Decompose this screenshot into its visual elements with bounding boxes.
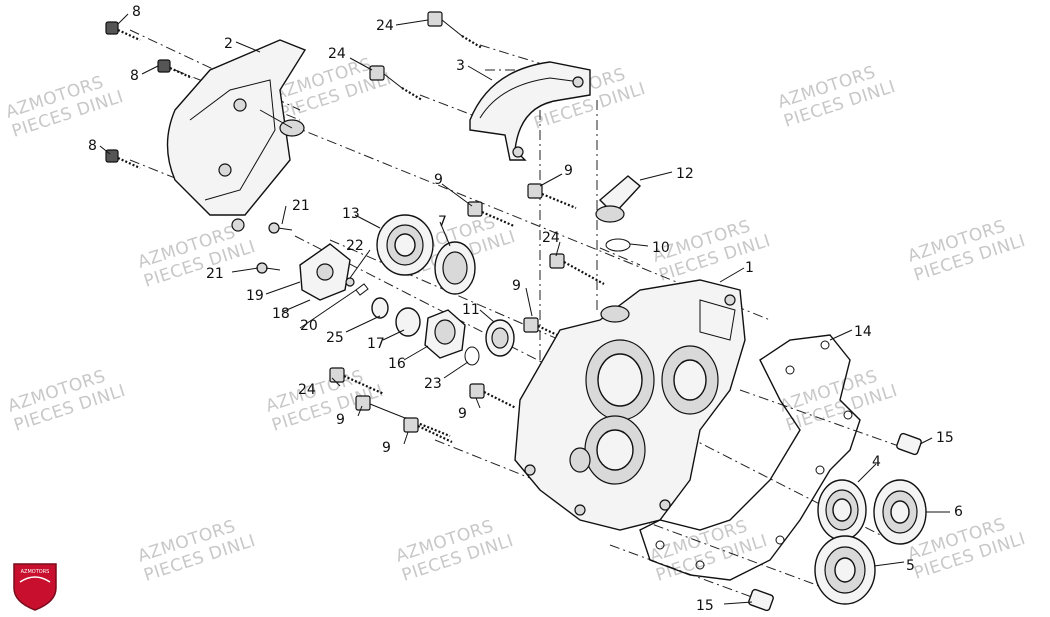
callout-21: 21 xyxy=(292,198,310,214)
callout-8: 8 xyxy=(130,68,139,84)
callout-25: 25 xyxy=(326,330,344,346)
callout-9: 9 xyxy=(382,440,391,456)
callout-8: 8 xyxy=(132,4,141,20)
callout-9: 9 xyxy=(458,406,467,422)
callout-24: 24 xyxy=(328,46,346,62)
callout-9: 9 xyxy=(564,163,573,179)
callout-18: 18 xyxy=(272,306,290,322)
part-bearing-6 xyxy=(873,479,927,545)
callout-24: 24 xyxy=(376,18,394,34)
callout-7: 7 xyxy=(438,214,447,230)
part-cover-2 xyxy=(166,39,307,232)
callout-1: 1 xyxy=(745,260,754,276)
callout-6: 6 xyxy=(954,504,963,520)
callout-19: 19 xyxy=(246,288,264,304)
callout-8: 8 xyxy=(88,138,97,154)
callout-labels: 8 8 8 2 3 24 24 9 9 12 13 7 10 24 21 22 … xyxy=(88,4,963,614)
callout-16: 16 xyxy=(388,356,406,372)
callout-9: 9 xyxy=(336,412,345,428)
part-dowel-15 xyxy=(748,432,922,612)
part-seal-7 xyxy=(434,241,476,295)
part-bearing-4 xyxy=(817,479,867,541)
callout-24: 24 xyxy=(298,382,316,398)
leader-lines xyxy=(99,13,950,605)
part-bearing-5 xyxy=(814,535,876,605)
callout-10: 10 xyxy=(652,240,670,256)
callout-24: 24 xyxy=(542,230,560,246)
callout-3: 3 xyxy=(456,58,465,74)
logo-text: AZMOTORS xyxy=(21,569,50,575)
callout-23: 23 xyxy=(424,376,442,392)
callout-12: 12 xyxy=(676,166,694,182)
part-oil-cap-12 xyxy=(595,175,642,252)
part-crankcase-1 xyxy=(514,279,746,531)
part-gasket-14 xyxy=(639,334,861,581)
callout-11: 11 xyxy=(462,302,480,318)
callout-2: 2 xyxy=(224,36,233,52)
azmotors-logo: AZMOTORS xyxy=(13,563,57,611)
callout-9: 9 xyxy=(512,278,521,294)
callout-4: 4 xyxy=(872,454,881,470)
bolts xyxy=(105,11,605,443)
callout-9: 9 xyxy=(434,172,443,188)
callout-15: 15 xyxy=(936,430,954,446)
part-cam-17-16 xyxy=(395,307,515,366)
part-plate-19 xyxy=(256,222,389,319)
callout-17: 17 xyxy=(367,336,385,352)
callout-21: 21 xyxy=(206,266,224,282)
part-bearing-13 xyxy=(376,214,434,276)
callout-15: 15 xyxy=(696,598,714,614)
callout-14: 14 xyxy=(854,324,872,340)
callout-20: 20 xyxy=(300,318,318,334)
callout-22: 22 xyxy=(346,238,364,254)
callout-13: 13 xyxy=(342,206,360,222)
part-bracket-3 xyxy=(469,61,591,161)
callout-5: 5 xyxy=(906,558,915,574)
